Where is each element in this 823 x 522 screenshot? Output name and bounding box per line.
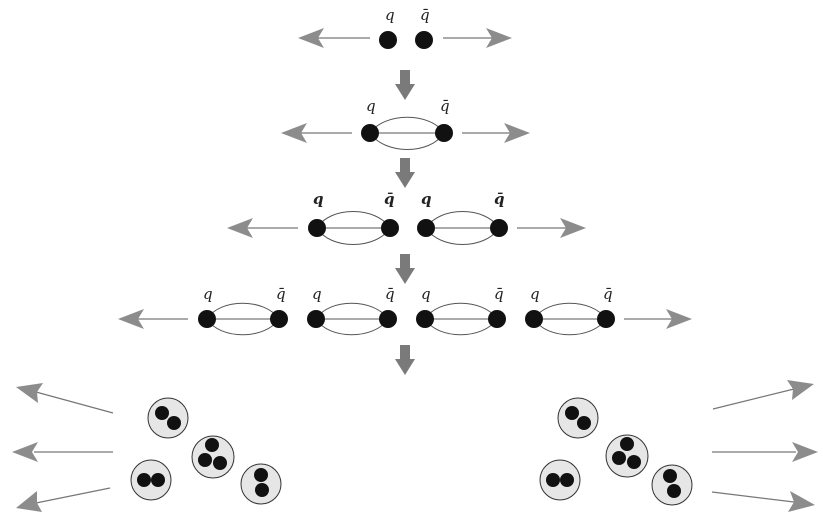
- hadron: [605, 434, 649, 478]
- antiquark-label: q̄: [603, 285, 613, 303]
- left-arrow: [298, 28, 370, 48]
- down-arrow: [395, 158, 415, 188]
- left-arrow-lower: [16, 487, 111, 512]
- antiquark-label: q̄: [420, 6, 430, 24]
- quark: [379, 31, 397, 49]
- right-arrow: [517, 218, 586, 238]
- left-arrow: [227, 218, 298, 238]
- right-arrow: [443, 28, 512, 48]
- left-arrow: [281, 123, 352, 143]
- quark: [417, 219, 435, 237]
- antiquark-label: q̄: [385, 285, 395, 303]
- quark-label: q: [385, 6, 395, 24]
- quark-label: q: [312, 285, 322, 303]
- quark-label: q: [203, 285, 213, 303]
- stage-further-breaks: q q̄ q q̄ q q̄ q q̄: [118, 285, 692, 336]
- pair-1: [308, 211, 399, 245]
- antiquark: [435, 124, 453, 142]
- pair-2: [417, 211, 508, 245]
- hadron: [651, 464, 693, 506]
- hadron: [147, 397, 189, 439]
- down-arrow: [395, 345, 415, 375]
- right-arrow-upper: [712, 380, 814, 410]
- quark: [525, 310, 543, 328]
- antiquark-label: q̄: [384, 190, 395, 208]
- quark-label: q: [313, 190, 324, 208]
- quark: [361, 124, 379, 142]
- antiquark: [415, 31, 433, 49]
- down-arrow: [395, 70, 415, 100]
- left-arrow-middle: [12, 442, 113, 462]
- left-arrow: [118, 309, 188, 329]
- hadron: [539, 459, 581, 501]
- quark: [308, 219, 326, 237]
- string-upper: [369, 116, 445, 134]
- right-arrow-middle: [712, 442, 818, 462]
- antiquark-label: q̄: [494, 285, 504, 303]
- stage-hadronization: [12, 380, 818, 512]
- antiquark: [270, 310, 288, 328]
- quark: [307, 310, 325, 328]
- hadron: [191, 435, 235, 479]
- stage-string-forms: q q̄: [281, 97, 530, 150]
- antiquark: [379, 310, 397, 328]
- pair-3: [416, 302, 506, 336]
- stage-initial-pair: q q̄: [298, 6, 512, 49]
- antiquark-label: q̄: [440, 97, 450, 115]
- quark-label: q: [421, 285, 431, 303]
- antiquark-label: q̄: [494, 190, 505, 208]
- left-arrow-upper: [16, 383, 114, 414]
- antiquark: [488, 310, 506, 328]
- hadron: [240, 463, 282, 505]
- pair-1: [198, 302, 288, 336]
- quark: [198, 310, 216, 328]
- quark-label: q: [366, 97, 376, 115]
- hadron: [557, 397, 599, 439]
- stage-string-breaks: q q̄ q q̄: [227, 190, 586, 245]
- string-lower: [369, 132, 445, 150]
- antiquark-label: q̄: [276, 285, 286, 303]
- right-arrow-lower: [711, 491, 815, 512]
- antiquark: [381, 219, 399, 237]
- right-arrow: [624, 309, 692, 329]
- quark-label: q: [421, 190, 432, 208]
- quark: [416, 310, 434, 328]
- antiquark: [597, 310, 615, 328]
- right-arrow: [462, 123, 530, 143]
- pair-4: [525, 302, 615, 336]
- pair-2: [307, 302, 397, 336]
- quark-label: q: [530, 285, 540, 303]
- hadron: [130, 459, 172, 501]
- down-arrow: [395, 254, 415, 284]
- antiquark: [490, 219, 508, 237]
